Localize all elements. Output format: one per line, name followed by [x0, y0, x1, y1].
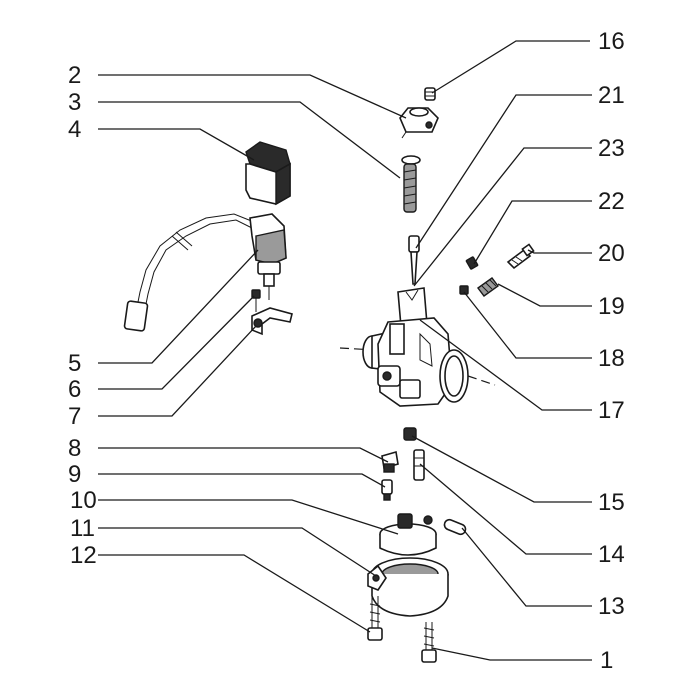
callout-19: 19	[598, 293, 625, 320]
part-11-float-bowl	[367, 557, 449, 617]
part-18-jet	[459, 285, 469, 295]
callout-17: 17	[598, 397, 625, 424]
callout-6: 6	[68, 376, 81, 403]
callout-10: 10	[70, 487, 97, 514]
part-12-bolt	[367, 596, 383, 641]
callout-21: 21	[598, 82, 625, 109]
callout-15: 15	[598, 489, 625, 516]
part-7-clip	[251, 307, 293, 336]
callout-20: 20	[598, 240, 625, 267]
part-4-boot	[245, 141, 291, 206]
part-10-float	[379, 513, 437, 556]
callout-5: 5	[68, 350, 81, 377]
callout-23: 23	[598, 135, 625, 162]
callout-8: 8	[68, 435, 81, 462]
part-15-nut	[403, 427, 417, 441]
callout-22: 22	[598, 188, 625, 215]
callout-4: 4	[68, 116, 81, 143]
callout-12: 12	[70, 542, 97, 569]
part-3-spring	[401, 155, 421, 213]
part-6-bolt	[251, 289, 261, 312]
carburetor-body	[339, 287, 496, 407]
part-20-screw	[506, 243, 535, 270]
callout-14: 14	[598, 541, 625, 568]
leader-lines	[98, 40, 592, 661]
callout-9: 9	[68, 461, 81, 488]
callout-13: 13	[598, 593, 625, 620]
part-13-pin	[443, 518, 467, 536]
callout-18: 18	[598, 345, 625, 372]
callout-numbers: 2 3 4 5 6 7 8 9 10 11 12 16 21 23 22 20 …	[68, 28, 625, 674]
callout-3: 3	[68, 89, 81, 116]
part-14-jet	[413, 449, 425, 481]
callout-7: 7	[68, 403, 81, 430]
part-21-needle	[408, 235, 420, 285]
part-16-screw	[424, 87, 436, 101]
part-5-starter-valve	[123, 213, 287, 332]
callout-2: 2	[68, 62, 81, 89]
part-1-bolt	[421, 622, 437, 663]
part-22-jet	[465, 256, 479, 270]
part-9-jet	[381, 479, 393, 501]
part-8-jet	[381, 450, 399, 473]
callout-16: 16	[598, 28, 625, 55]
part-2-cap	[399, 107, 439, 139]
callout-1: 1	[600, 647, 613, 674]
callout-11: 11	[70, 515, 95, 542]
part-19-spring	[477, 277, 499, 297]
